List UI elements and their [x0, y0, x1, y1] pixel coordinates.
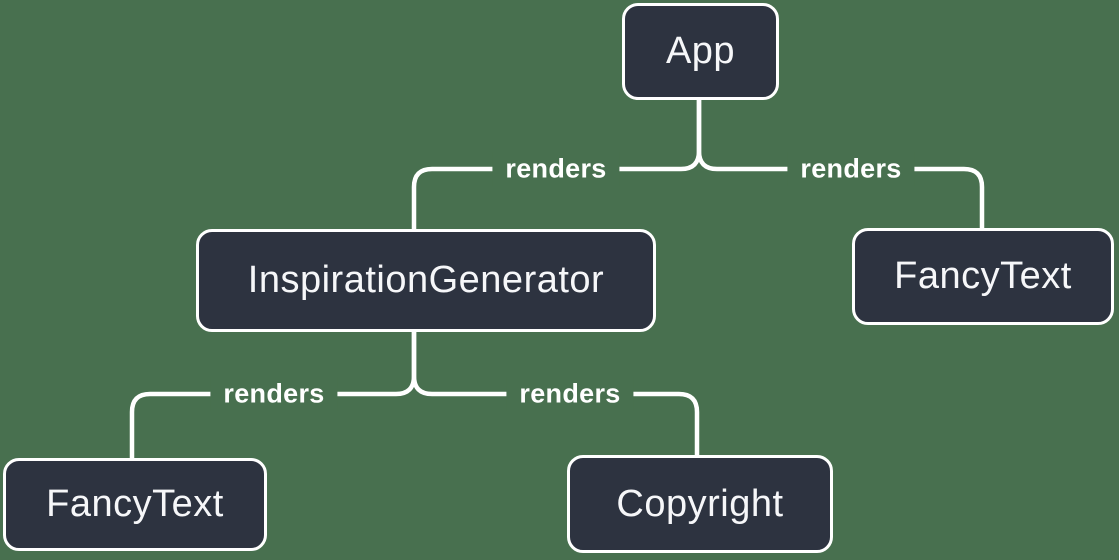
edge-label-renders-app-fancytext: renders: [787, 151, 915, 187]
edge-label-renders-inspirationgenerator-copyright: renders: [506, 376, 634, 412]
node-fancy-text-top-right: FancyText: [852, 228, 1114, 325]
node-inspiration-generator-label: InspirationGenerator: [247, 259, 605, 301]
node-copyright-label: Copyright: [616, 482, 784, 525]
node-app-label: App: [665, 30, 736, 72]
edge-label-renders-inspirationgenerator-fancytext: renders: [210, 376, 338, 412]
node-fancy-text-top-right-label: FancyText: [894, 255, 1072, 297]
edge-label-renders-app-inspirationgenerator: renders: [492, 151, 620, 187]
node-inspiration-generator: InspirationGenerator: [196, 229, 656, 332]
node-fancy-text-bottom-left: FancyText: [3, 458, 267, 551]
node-copyright: Copyright: [567, 455, 833, 553]
node-app: App: [622, 3, 779, 100]
node-fancy-text-bottom-left-label: FancyText: [46, 483, 224, 525]
